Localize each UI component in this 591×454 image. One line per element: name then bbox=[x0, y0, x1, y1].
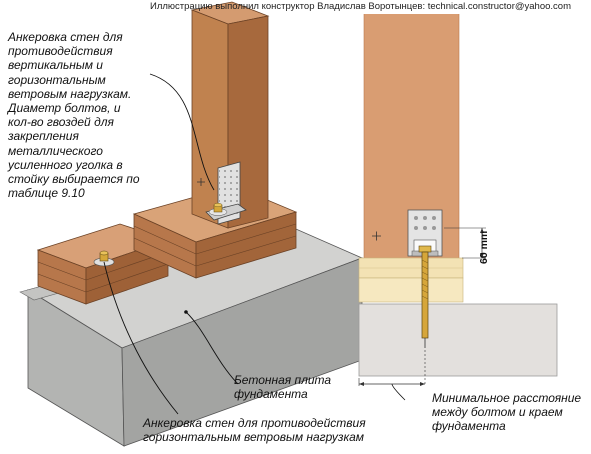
sill-plate-section bbox=[358, 277, 464, 303]
dimension-label: 60 mm bbox=[478, 230, 490, 264]
foundation-section bbox=[358, 303, 558, 377]
leader-wall-anchorage bbox=[149, 73, 215, 191]
concrete-slab-label: Бетонная плита фундамента bbox=[234, 373, 332, 402]
credit-line: Иллюстрацию выполнил конструктор Владисл… bbox=[150, 1, 571, 12]
hold-down-bracket bbox=[205, 161, 247, 225]
isometric-view bbox=[19, 1, 364, 447]
wall-anchorage-description: Анкеровка стен для противодействия верти… bbox=[8, 30, 140, 201]
leader-horizontal-anchorage bbox=[103, 261, 179, 415]
dimension-60mm bbox=[444, 227, 486, 259]
anchor-bolt-section bbox=[418, 245, 432, 348]
section-view bbox=[358, 14, 558, 401]
horizontal-anchorage-label: Анкеровка стен для противодействия гориз… bbox=[143, 416, 366, 445]
marker-cross bbox=[197, 178, 205, 186]
dimension-label-wrap: 60 mm bbox=[478, 231, 502, 266]
min-edge-distance-label: Минимальное расстояние между болтом и кр… bbox=[432, 391, 582, 434]
edge-distance-dimension bbox=[358, 350, 426, 401]
leader-concrete-slab bbox=[185, 311, 239, 385]
